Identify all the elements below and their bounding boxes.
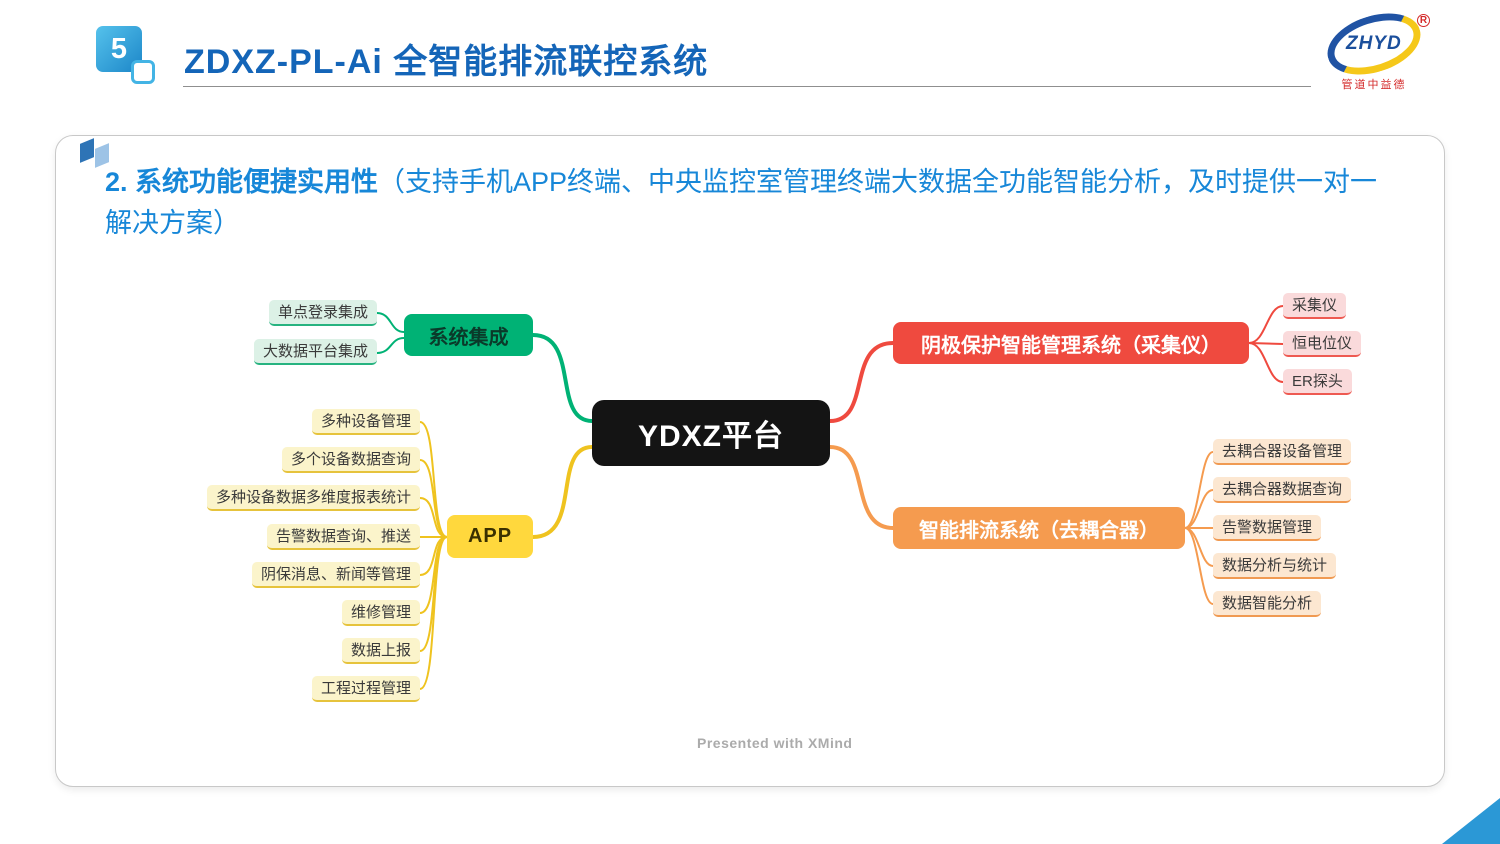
subtopic-app-3: 告警数据查询、推送 (266, 524, 420, 550)
subtopic-drainage-2: 告警数据管理 (1213, 515, 1322, 541)
node-ydxz-platform: YDXZ平台 (592, 400, 830, 466)
corner-triangle-decoration (1442, 798, 1500, 844)
node-smart-drainage-system: 智能排流系统（去耦合器） (893, 507, 1185, 549)
subtopic-drainage-1: 去耦合器数据查询 (1213, 477, 1352, 503)
node-system-integration: 系统集成 (404, 314, 533, 356)
section-heading-rest: （支持手机APP终端、中央监控室管理终端大数据全功能智能分析，及时提供一对一解决… (105, 167, 1378, 238)
subtopic-app-7: 工程过程管理 (311, 676, 420, 702)
subtopic-app-0: 多种设备管理 (311, 409, 420, 435)
subtopic-app-6: 数据上报 (341, 638, 420, 664)
subtopic-drainage-4: 数据智能分析 (1213, 591, 1322, 617)
section-heading-bold: 2. 系统功能便捷实用性 (105, 167, 379, 197)
subtopic-cathodic-1: 恒电位仪 (1283, 331, 1362, 357)
page-badge-decoration (131, 60, 155, 84)
subtopic-app-1: 多个设备数据查询 (281, 447, 420, 473)
subtopic-system-integration-1: 大数据平台集成 (253, 339, 377, 365)
section-heading: 2. 系统功能便捷实用性（支持手机APP终端、中央监控室管理终端大数据全功能智能… (105, 162, 1397, 243)
subtopic-cathodic-2: ER探头 (1283, 369, 1352, 395)
node-app: APP (447, 515, 533, 558)
zhyd-logo: ZHYD R 管道中益德 (1318, 2, 1430, 94)
subtopic-drainage-0: 去耦合器设备管理 (1213, 439, 1352, 465)
logo-ellipse-icon: ZHYD (1319, 2, 1429, 86)
subtopic-app-2: 多种设备数据多维度报表统计 (206, 485, 420, 511)
logo-tagline: 管道中益德 (1341, 79, 1407, 91)
page-number-badge: 5 (96, 26, 142, 72)
subtopic-cathodic-0: 采集仪 (1283, 293, 1347, 319)
logo-text: ZHYD (1346, 33, 1402, 55)
subtopic-app-5: 维修管理 (341, 600, 420, 626)
slide-title: ZDXZ-PL-Ai 全智能排流联控系统 (184, 43, 709, 81)
registered-mark-icon: R (1417, 14, 1430, 27)
subtopic-system-integration-0: 单点登录集成 (268, 300, 377, 326)
subtopic-drainage-3: 数据分析与统计 (1213, 553, 1337, 579)
node-cathodic-protection-system: 阴极保护智能管理系统（采集仪） (893, 322, 1249, 364)
xmind-watermark: Presented with XMind (697, 735, 853, 751)
subtopic-app-4: 阴保消息、新闻等管理 (251, 562, 420, 588)
title-divider (183, 86, 1311, 87)
